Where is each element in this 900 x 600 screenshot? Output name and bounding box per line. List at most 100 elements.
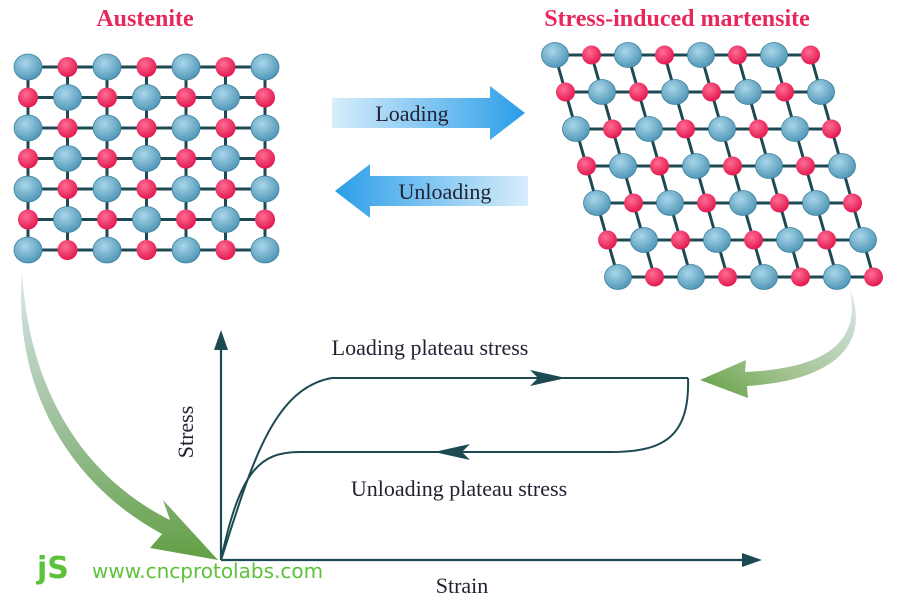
atom-red (57, 57, 78, 77)
atom-red (723, 156, 742, 176)
atom-blue (132, 145, 161, 172)
atom-red (796, 156, 815, 176)
atom-red (97, 209, 117, 230)
atom-blue (562, 116, 590, 142)
loading-direction-arrow (530, 370, 566, 386)
atom-blue (92, 53, 122, 81)
atom-blue (682, 153, 710, 179)
loading-arrow: Loading (332, 86, 525, 140)
stress-axis-label: Stress (173, 406, 198, 459)
atom-red (176, 148, 196, 169)
atom-blue (802, 190, 830, 216)
atom-red (655, 45, 674, 65)
loading-plateau-label: Loading plateau stress (332, 335, 529, 360)
atom-red (671, 230, 690, 250)
atom-blue (823, 264, 851, 290)
atom-blue (708, 116, 736, 142)
atom-red (176, 209, 196, 230)
stress-strain-axes (214, 330, 762, 567)
atom-blue (760, 42, 788, 68)
atom-red (136, 240, 157, 260)
atom-red (136, 179, 157, 199)
martensite-title: Stress-induced martensite (544, 6, 810, 32)
atom-red (603, 119, 622, 139)
atom-blue (171, 175, 201, 203)
unloading-direction-arrow (434, 444, 470, 460)
atom-red (215, 57, 236, 77)
atom-red (97, 148, 117, 169)
atom-blue (250, 114, 280, 142)
atom-red (791, 267, 810, 287)
atom-blue (13, 53, 43, 81)
atom-red (215, 118, 236, 138)
atom-blue (776, 227, 804, 253)
atom-red (822, 119, 841, 139)
atom-blue (92, 114, 122, 142)
atom-blue (807, 79, 835, 105)
atom-blue (661, 79, 689, 105)
atom-red (629, 82, 648, 102)
watermark-logo-icon: jS (36, 551, 69, 586)
atom-blue (53, 145, 82, 172)
loading-label: Loading (375, 101, 448, 126)
atom-blue (729, 190, 757, 216)
atom-blue (541, 42, 569, 68)
atom-red (697, 193, 716, 213)
martensite-to-plateau-arrow (700, 290, 856, 398)
atom-blue (687, 42, 715, 68)
atom-red (556, 82, 575, 102)
atom-red (770, 193, 789, 213)
atom-blue (614, 42, 642, 68)
atom-blue (635, 116, 663, 142)
atom-blue (250, 53, 280, 81)
atom-red (749, 119, 768, 139)
atom-red (718, 267, 737, 287)
atom-red (18, 87, 38, 108)
atom-red (598, 230, 617, 250)
atom-red (57, 118, 78, 138)
atom-blue (171, 114, 201, 142)
watermark-url: www.cncprotolabs.com (92, 559, 323, 583)
atom-red (577, 156, 596, 176)
hysteresis-curve (220, 377, 690, 561)
atom-red (136, 118, 157, 138)
atom-blue (755, 153, 783, 179)
atom-red (255, 87, 275, 108)
austenite-title: Austenite (96, 6, 194, 32)
atom-blue (250, 175, 280, 203)
atom-blue (703, 227, 731, 253)
atom-blue (630, 227, 658, 253)
strain-axis-label: Strain (436, 573, 489, 598)
atom-red (676, 119, 695, 139)
atom-blue (677, 264, 705, 290)
martensite-lattice (541, 42, 883, 290)
atom-red (645, 267, 664, 287)
austenite-lattice (13, 53, 280, 264)
atom-red (843, 193, 862, 213)
atom-blue (781, 116, 809, 142)
atom-red (864, 267, 883, 287)
atom-red (215, 240, 236, 260)
atom-red (817, 230, 836, 250)
atom-blue (250, 236, 280, 264)
atom-blue (583, 190, 611, 216)
atom-red (176, 87, 196, 108)
atom-red (650, 156, 669, 176)
atom-blue (656, 190, 684, 216)
atom-red (18, 148, 38, 169)
atom-red (97, 87, 117, 108)
atom-blue (211, 206, 240, 233)
atom-blue (734, 79, 762, 105)
atom-blue (13, 175, 43, 203)
atom-red (775, 82, 794, 102)
atom-blue (849, 227, 877, 253)
atom-blue (588, 79, 616, 105)
atom-red (582, 45, 601, 65)
atom-red (18, 209, 38, 230)
atom-blue (92, 236, 122, 264)
atom-red (136, 57, 157, 77)
atom-blue (750, 264, 778, 290)
unloading-label: Unloading (399, 179, 492, 204)
atom-blue (13, 114, 43, 142)
